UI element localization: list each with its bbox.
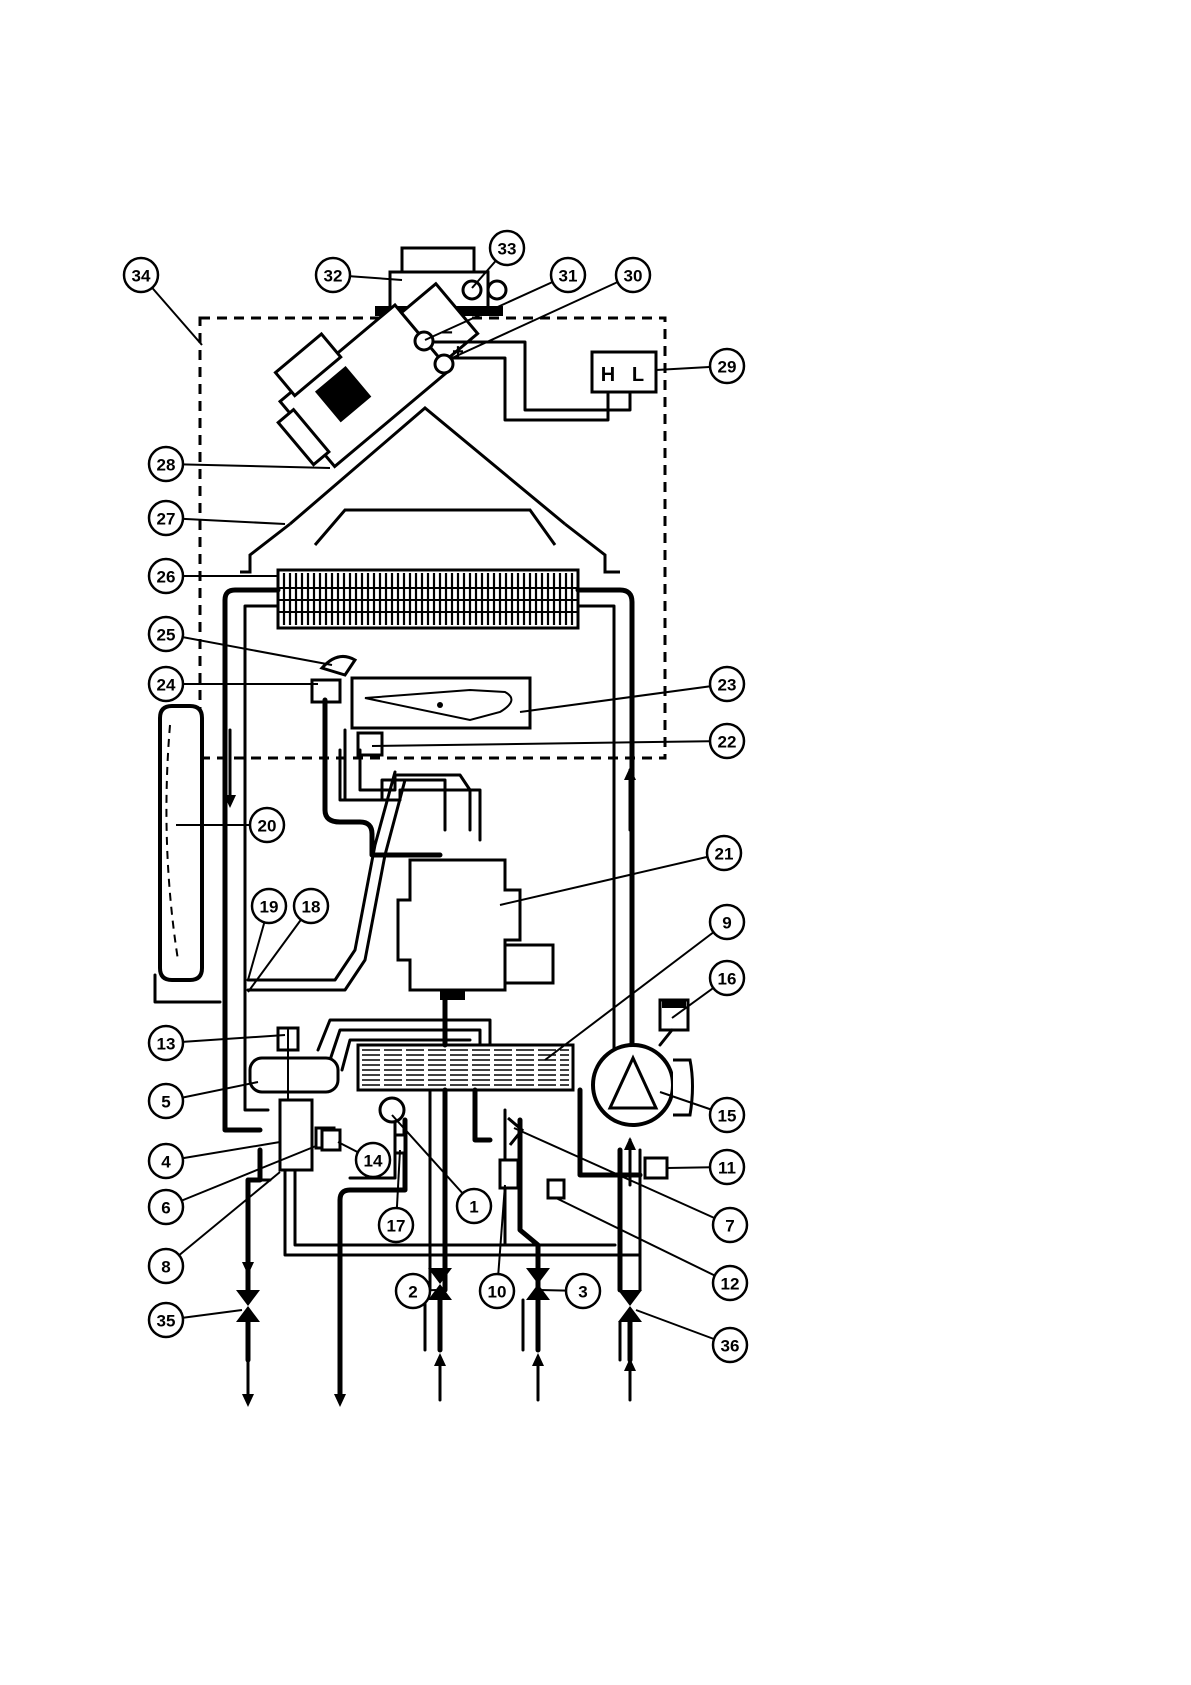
callout-number: 28: [157, 456, 176, 475]
callout-number: 29: [718, 358, 737, 377]
main-heat-exchanger: [278, 570, 578, 628]
callout-number: 12: [721, 1275, 740, 1294]
callout-number: 7: [725, 1217, 734, 1236]
overheat-thermostat: [322, 1130, 340, 1150]
primary-return-pipe-right-inner: [578, 606, 614, 1055]
expansion-vessel: [155, 706, 220, 1002]
callout-number: 9: [722, 914, 731, 933]
callout-number: 33: [498, 240, 517, 259]
primary-return-pipe-right: [578, 590, 632, 1055]
callout-number: 35: [157, 1312, 176, 1331]
bypass-pipe-2: [295, 1170, 615, 1245]
callout-number: 18: [302, 898, 321, 917]
callout-number: 20: [258, 817, 277, 836]
flow-restrictor: [500, 1160, 518, 1188]
callout-number: 27: [157, 510, 176, 529]
callout-leader-line: [166, 634, 332, 665]
flow-sensor: [380, 1098, 404, 1122]
callout-leader-line: [372, 741, 727, 746]
callout-14: 14: [338, 1142, 390, 1177]
callout-leader-line: [520, 684, 727, 712]
callout-33: 33: [472, 231, 524, 288]
drain-valve: [548, 1180, 564, 1198]
plus-sign: +: [452, 341, 464, 363]
pressure-switch-high-label: H: [601, 364, 615, 386]
circulation-pump: [593, 1000, 693, 1125]
gas-valve: [398, 860, 553, 1000]
callout-number: 21: [715, 845, 734, 864]
callout-number: 11: [718, 1159, 736, 1178]
callout-36: 36: [636, 1310, 747, 1362]
callout-number: 3: [578, 1283, 587, 1302]
callout-29: 29: [656, 349, 744, 383]
pressure-point-negative: [415, 332, 433, 350]
callout-34: 34: [124, 258, 202, 345]
pressure-switch-low-label: L: [632, 364, 644, 386]
callout-11: 11: [667, 1150, 744, 1184]
callout-number: 17: [387, 1217, 406, 1236]
callout-number: 32: [324, 267, 343, 286]
callout-number: 16: [718, 970, 737, 989]
callout-number: 24: [157, 676, 176, 695]
pressure-relief-valve: [645, 1158, 667, 1178]
callout-leader-line: [500, 853, 724, 905]
callout-number: 25: [157, 626, 176, 645]
plate-heat-exchanger: [358, 1045, 573, 1090]
callout-number: 26: [157, 568, 176, 587]
callout-leader-line: [166, 464, 330, 468]
callout-27: 27: [149, 501, 285, 535]
callout-number: 14: [364, 1152, 383, 1171]
callout-16: 16: [672, 961, 744, 1018]
callout-number: 1: [469, 1198, 478, 1217]
isolating-valve-36: [618, 1290, 642, 1360]
callout-layer: 1234567891011121314151617181920212223242…: [124, 231, 747, 1362]
callout-number: 19: [260, 898, 279, 917]
callout-number: 4: [161, 1153, 171, 1172]
callout-leader-line: [556, 1198, 730, 1283]
callout-24: 24: [149, 667, 318, 701]
primary-flow-pipe-left: [225, 590, 278, 1130]
callout-number: 10: [488, 1283, 507, 1302]
callout-number: 5: [161, 1093, 170, 1112]
pressure-point-positive: [435, 355, 453, 373]
callout-5: 5: [149, 1082, 258, 1118]
cold-water-pipe: [520, 1120, 538, 1290]
callout-number: 30: [624, 267, 643, 286]
callout-number: 31: [559, 267, 578, 286]
callout-number: 6: [161, 1199, 170, 1218]
callout-3: 3: [540, 1274, 600, 1308]
callout-13: 13: [149, 1026, 285, 1060]
capillary-tube-19: [248, 772, 395, 980]
callout-8: 8: [149, 1172, 280, 1283]
callout-number: 22: [718, 733, 737, 752]
callout-number: 15: [718, 1107, 737, 1126]
callout-number: 36: [721, 1337, 740, 1356]
callout-number: 2: [408, 1283, 417, 1302]
callout-number: 34: [132, 267, 151, 286]
callout-leader-line: [545, 922, 727, 1060]
callout-leader-line: [166, 1172, 280, 1266]
callout-21: 21: [500, 836, 741, 905]
cold-water-inlet-pipe: [475, 1090, 490, 1140]
callout-number: 13: [157, 1035, 176, 1054]
primary-flow-pipe-left-inner: [245, 606, 278, 1110]
callout-number: 23: [718, 676, 737, 695]
isolating-valve-3: [523, 1268, 550, 1350]
callout-35: 35: [149, 1303, 242, 1337]
isolating-valve-35: [236, 1290, 260, 1360]
callout-number: 8: [161, 1258, 170, 1277]
